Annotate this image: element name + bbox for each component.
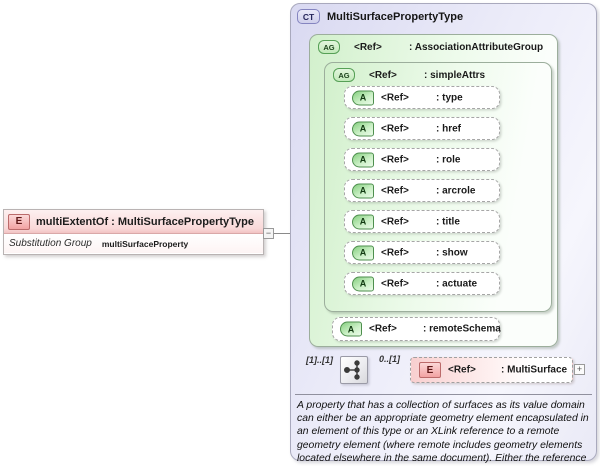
attribute-ref-actuate[interactable]: A <Ref> : actuate (344, 272, 500, 295)
attribute-name-label: : title (436, 216, 460, 227)
attribute-group-AssociationAttributeGroup[interactable]: AG <Ref> : AssociationAttributeGroup AG … (309, 34, 558, 347)
complex-type-icon: CT (297, 9, 320, 24)
attribute-ref-role[interactable]: A <Ref> : role (344, 148, 500, 171)
attribute-ref-label: <Ref> (381, 123, 409, 134)
element-icon: E (8, 213, 30, 230)
documentation-text: A property that has a collection of surf… (297, 400, 589, 464)
attribute-group-simpleAttrs[interactable]: AG <Ref> : simpleAttrs A <Ref> : type A … (324, 62, 552, 312)
attribute-name-label: : href (436, 123, 461, 134)
attribute-icon: A (352, 214, 374, 229)
attribute-ref-label: <Ref> (381, 247, 409, 258)
substitution-group-row: Substitution Group multiSurfaceProperty (4, 234, 263, 253)
attribute-ref-label: <Ref> (381, 154, 409, 165)
complex-type-title: MultiSurfacePropertyType (327, 10, 464, 23)
attribute-name-label: : arcrole (436, 185, 476, 196)
attribute-ref-type[interactable]: A <Ref> : type (344, 86, 500, 109)
documentation-divider (295, 394, 592, 395)
attribute-icon: A (352, 121, 374, 136)
attribute-icon: A (352, 183, 374, 198)
attribute-name-label: : actuate (436, 278, 478, 289)
group-name-label: : AssociationAttributeGroup (409, 41, 544, 53)
group-ref-label: <Ref> (354, 41, 382, 53)
element-title: multiExtentOf : MultiSurfacePropertyType (36, 215, 254, 228)
attribute-name-label: : role (436, 154, 461, 165)
attribute-ref-label: <Ref> (381, 185, 409, 196)
attribute-name-label: : remoteSchema (423, 323, 501, 335)
element-icon: E (419, 362, 441, 378)
collapse-toggle-icon[interactable]: − (263, 228, 274, 239)
attribute-icon: A (352, 245, 374, 260)
attribute-ref-title[interactable]: A <Ref> : title (344, 210, 500, 233)
cardinality-label: [1]..[1] (306, 355, 333, 365)
attribute-icon: A (352, 152, 374, 167)
sequence-compositor-icon[interactable] (340, 356, 368, 384)
attribute-name-label: : show (436, 247, 468, 258)
attribute-ref-remoteSchema[interactable]: A <Ref> : remoteSchema (332, 317, 501, 341)
cardinality-label: 0..[1] (379, 354, 401, 364)
attribute-group-icon: AG (333, 68, 355, 82)
group-ref-label: <Ref> (369, 69, 397, 81)
attribute-ref-href[interactable]: A <Ref> : href (344, 117, 500, 140)
element-ref-label: <Ref> (448, 364, 476, 376)
attribute-ref-label: <Ref> (381, 216, 409, 227)
complex-type-MultiSurfacePropertyType[interactable]: CT MultiSurfacePropertyType AG <Ref> : A… (290, 3, 597, 461)
element-header: E multiExtentOf : MultiSurfacePropertyTy… (4, 210, 263, 234)
attribute-ref-arcrole[interactable]: A <Ref> : arcrole (344, 179, 500, 202)
element-ref-MultiSurface[interactable]: E <Ref> : MultiSurface (410, 357, 573, 383)
attribute-ref-label: <Ref> (381, 92, 409, 103)
attribute-name-label: : type (436, 92, 463, 103)
group-name-label: : simpleAttrs (424, 69, 486, 81)
complex-type-header: CT MultiSurfacePropertyType (297, 9, 463, 24)
attribute-icon: A (352, 90, 374, 105)
element-multiExtentOf[interactable]: E multiExtentOf : MultiSurfacePropertyTy… (3, 209, 264, 255)
element-name-label: : MultiSurface (501, 364, 568, 376)
substitution-group-value[interactable]: multiSurfaceProperty (101, 238, 189, 249)
attribute-icon: A (340, 321, 362, 337)
attribute-icon: A (352, 276, 374, 291)
attribute-ref-show[interactable]: A <Ref> : show (344, 241, 500, 264)
attribute-ref-label: <Ref> (369, 323, 397, 335)
substitution-group-label: Substitution Group (9, 238, 92, 249)
attribute-group-icon: AG (318, 40, 340, 54)
attribute-ref-label: <Ref> (381, 278, 409, 289)
expand-toggle-icon[interactable]: + (574, 364, 585, 375)
